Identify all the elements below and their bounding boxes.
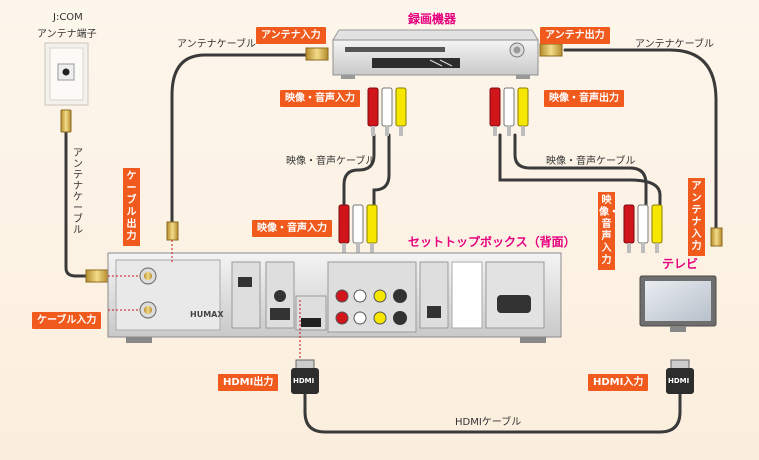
hdmi-plug-label-stb: HDMI (293, 377, 315, 385)
rca-plugs-recorder-out (489, 87, 529, 136)
av-cable-tv (513, 133, 648, 207)
rca-plugs-tv (623, 204, 663, 253)
tag-av-in-stb: 映像・音声入力 (252, 220, 332, 237)
antenna-cable-wall (64, 128, 90, 278)
rca-plugs-stb (338, 204, 378, 253)
tag-cable-in: ケーブル入力 (32, 312, 102, 329)
stb-device (107, 252, 562, 343)
tag-antenna-in-recorder: アンテナ入力 (256, 27, 326, 44)
tag-cable-out: ケーブル出力 (123, 168, 140, 246)
stb-brand-logo: HUMAX (190, 310, 224, 319)
av-cable-recorder-stb-2 (372, 133, 391, 207)
wall-jack (44, 42, 89, 106)
hdmi-plug-label-tv: HDMI (668, 377, 690, 385)
antenna-cable-recorder-tv (563, 48, 718, 232)
hdmi-plug-stb (291, 359, 319, 394)
stb-title: セットトップボックス（背面） (408, 235, 576, 249)
hdmi-plug-tv (666, 359, 694, 394)
tv-device (639, 275, 717, 332)
cable-label-antenna-left: アンテナケーブル (177, 39, 256, 50)
tag-antenna-in-tv: アンテナ入力 (688, 178, 705, 256)
tag-av-in-tv: 映像・音声入力 (598, 192, 619, 270)
tag-antenna-out-recorder: アンテナ出力 (540, 27, 610, 44)
av-cable-recorder-stb (342, 133, 376, 207)
cable-label-av-left: 映像・音声ケーブル (286, 156, 376, 167)
tag-hdmi-in: HDMI入力 (588, 374, 649, 391)
antenna-cable-recorder-stb (170, 53, 314, 227)
cable-label-av-right: 映像・音声ケーブル (546, 156, 636, 167)
cable-label-hdmi: HDMIケーブル (455, 417, 522, 428)
recorder-device (332, 29, 539, 79)
tag-av-in-recorder: 映像・音声入力 (280, 90, 360, 107)
rca-plugs-recorder-in (367, 87, 407, 136)
wall-jack-label-2: アンテナ端子 (37, 29, 97, 40)
wall-jack-label-1: J:COM (53, 12, 83, 23)
f-plug-wall (60, 109, 72, 133)
cable-label-antenna-right: アンテナケーブル (635, 39, 714, 50)
cables (64, 48, 718, 434)
tv-title: テレビ (662, 257, 699, 271)
av-cable-tv-2 (498, 133, 662, 207)
tag-hdmi-out: HDMI出力 (218, 374, 279, 391)
hdmi-cable (303, 390, 682, 434)
recorder-title: 録画機器 (408, 12, 457, 26)
tag-av-out-recorder: 映像・音声出力 (544, 90, 624, 107)
cable-label-antenna-vertical: アンテナケーブル (73, 148, 83, 236)
